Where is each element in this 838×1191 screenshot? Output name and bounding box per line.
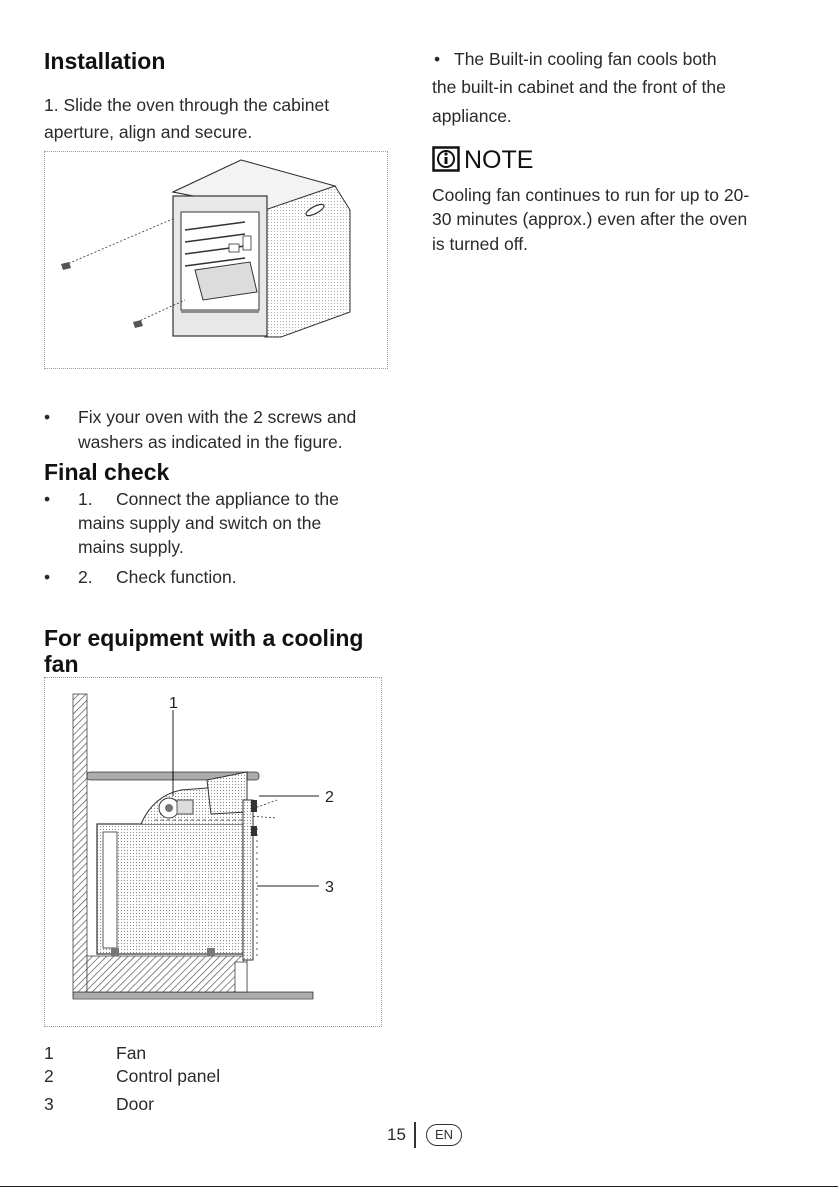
bullet-dot: •: [434, 49, 441, 69]
callout-label: 3: [325, 879, 334, 896]
installation-step-line2: aperture, align and secure.: [44, 122, 253, 142]
final-check-heading: Final check: [44, 459, 170, 485]
final-check-item: • 1. Connect the appliance to the mains …: [44, 487, 404, 563]
installation-step-line1: 1. Slide the oven through the cabinet: [44, 95, 330, 115]
legend-num: 1: [44, 1043, 54, 1063]
cooling-heading-line2: fan: [44, 651, 79, 677]
callout-label: 2: [325, 789, 334, 806]
callout-label: 1: [169, 695, 178, 712]
legend-label: Door: [116, 1094, 154, 1114]
fix-bullet: • Fix your oven with the 2 screws and wa…: [44, 405, 404, 455]
installation-figure: [44, 151, 388, 369]
cooling-heading-line1: For equipment with a cooling: [44, 625, 364, 651]
right-bullet-line2: the built-in cabinet and the front of th…: [432, 77, 726, 97]
page-number: 15: [387, 1125, 406, 1144]
final-check-line3: mains supply.: [78, 537, 184, 557]
bullet-dot: •: [44, 407, 51, 427]
cooling-fan-bullet: • The Built-in cooling fan cools both: [434, 47, 814, 73]
bullet-dot: •: [44, 567, 51, 587]
language-badge: EN: [426, 1124, 462, 1146]
right-bullet-line1: The Built-in cooling fan cools both: [454, 49, 717, 69]
note-line1: Cooling fan continues to run for up to 2…: [432, 185, 750, 205]
final-check-line1: Connect the appliance to the: [116, 489, 339, 509]
note-heading: NOTE: [464, 146, 534, 174]
screw-icon: [61, 262, 71, 270]
final-check-line1: Check function.: [116, 567, 237, 587]
note-line2: 30 minutes (approx.) even after the oven: [432, 209, 748, 229]
final-check-item: • 2. Check function.: [44, 565, 404, 591]
cooling-fan-diagram: 1 2 3: [72, 693, 334, 1000]
final-check-line2: mains supply and switch on the: [78, 513, 322, 533]
installation-heading: Installation: [44, 48, 166, 74]
oven-install-illustration: [61, 159, 351, 338]
language-label: EN: [434, 1127, 454, 1142]
note-block: NOTE: [432, 144, 812, 184]
legend-label: Control panel: [116, 1066, 221, 1086]
bullet-dot: •: [44, 489, 51, 509]
final-check-num: 1.: [78, 489, 93, 509]
cooling-fan-figure: 1 2 3: [44, 677, 382, 1027]
info-icon: [432, 146, 460, 172]
screw-icon: [133, 320, 143, 328]
legend-num: 2: [44, 1066, 54, 1086]
legend-num: 3: [44, 1094, 54, 1114]
fan-icon: [158, 797, 194, 819]
page-bottom-rule: [0, 1186, 838, 1187]
final-check-num: 2.: [78, 567, 93, 587]
fix-bullet-line2: washers as indicated in the figure.: [78, 432, 343, 452]
footer-divider: [414, 1122, 416, 1148]
note-line3: is turned off.: [432, 234, 528, 254]
legend-label: Fan: [116, 1043, 147, 1063]
fix-bullet-line1: Fix your oven with the 2 screws and: [78, 407, 357, 427]
right-bullet-line3: appliance.: [432, 106, 512, 126]
